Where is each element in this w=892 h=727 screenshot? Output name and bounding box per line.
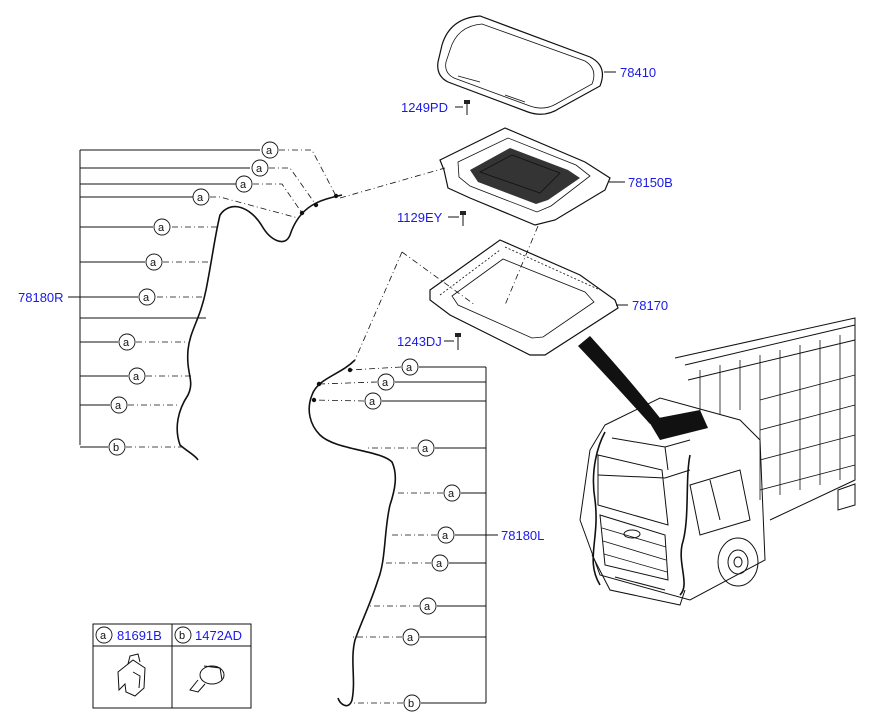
drain-hose-right (68, 149, 343, 461)
clip-a-callout: a (251, 159, 269, 177)
clip-1472ad-icon (189, 665, 225, 693)
svg-text:a: a (133, 371, 140, 383)
clip-b-callout: b (108, 438, 126, 456)
clip-a-callout: a (145, 253, 163, 271)
label-78170: 78170 (632, 298, 668, 313)
label-78150b: 78150B (628, 175, 673, 190)
clip-callouts-right: a a a a a a a a a a b (108, 141, 279, 456)
svg-text:a: a (266, 145, 273, 157)
label-1243dj: 1243DJ (397, 334, 442, 349)
legend-b-letter: b (174, 626, 192, 644)
svg-text:b: b (408, 698, 414, 710)
svg-text:a: a (442, 530, 449, 542)
clip-81691b-icon (117, 653, 146, 697)
clip-a-callout: a (192, 188, 210, 206)
svg-text:a: a (115, 400, 122, 412)
svg-text:a: a (422, 443, 429, 455)
legend-a-part: 81691B (117, 628, 162, 643)
drain-hose-left (308, 359, 498, 707)
clip-a-callout: a (419, 597, 437, 615)
label-1249pd: 1249PD (401, 100, 448, 115)
svg-text:a: a (407, 632, 414, 644)
legend: a 81691B b 1472AD (92, 623, 252, 709)
label-78180r: 78180R (18, 290, 64, 305)
svg-text:a: a (240, 179, 247, 191)
legend-b-part: 1472AD (195, 628, 242, 643)
svg-text:a: a (424, 601, 431, 613)
clip-a-callout: a (443, 484, 461, 502)
svg-text:b: b (179, 630, 185, 642)
bolt-1249pd-icon (455, 100, 470, 115)
clip-a-callout: a (153, 218, 171, 236)
sunroof-frame (439, 127, 625, 226)
label-78410: 78410 (620, 65, 656, 80)
svg-text:a: a (143, 292, 150, 304)
clip-a-callout: a (235, 175, 253, 193)
legend-a-letter: a (95, 626, 113, 644)
clip-a-callout: a (401, 358, 419, 376)
clip-b-callout: b (403, 694, 421, 712)
svg-text:a: a (436, 558, 443, 570)
svg-text:a: a (150, 257, 157, 269)
svg-text:a: a (369, 396, 376, 408)
clip-a-callout: a (402, 628, 420, 646)
clip-callouts-left: a a a a a a a a a b (364, 358, 461, 712)
screw-1129ey-icon (448, 211, 466, 226)
truck-illustration (578, 317, 856, 606)
clip-a-callout: a (431, 554, 449, 572)
clip-a-callout: a (110, 396, 128, 414)
clip-a-callout: a (128, 367, 146, 385)
screw-1243dj-icon (444, 333, 461, 350)
assembly-lines (339, 167, 539, 361)
svg-text:a: a (382, 377, 389, 389)
svg-text:a: a (100, 630, 107, 642)
clip-a-callout: a (138, 288, 156, 306)
svg-text:a: a (256, 163, 263, 175)
svg-text:a: a (197, 192, 204, 204)
glass-panel (437, 15, 616, 115)
seal-frame (429, 239, 628, 356)
clip-a-callout: a (118, 333, 136, 351)
svg-text:b: b (113, 442, 119, 454)
svg-text:a: a (406, 362, 413, 374)
clip-a-callout: a (261, 141, 279, 159)
clip-a-callout: a (417, 439, 435, 457)
clip-a-callout: a (364, 392, 382, 410)
svg-text:a: a (123, 337, 130, 349)
svg-text:a: a (158, 222, 165, 234)
label-78180l: 78180L (501, 528, 544, 543)
label-1129ey: 1129EY (397, 210, 443, 225)
clip-a-callout: a (437, 526, 455, 544)
clip-a-callout: a (377, 373, 395, 391)
svg-text:a: a (448, 488, 455, 500)
